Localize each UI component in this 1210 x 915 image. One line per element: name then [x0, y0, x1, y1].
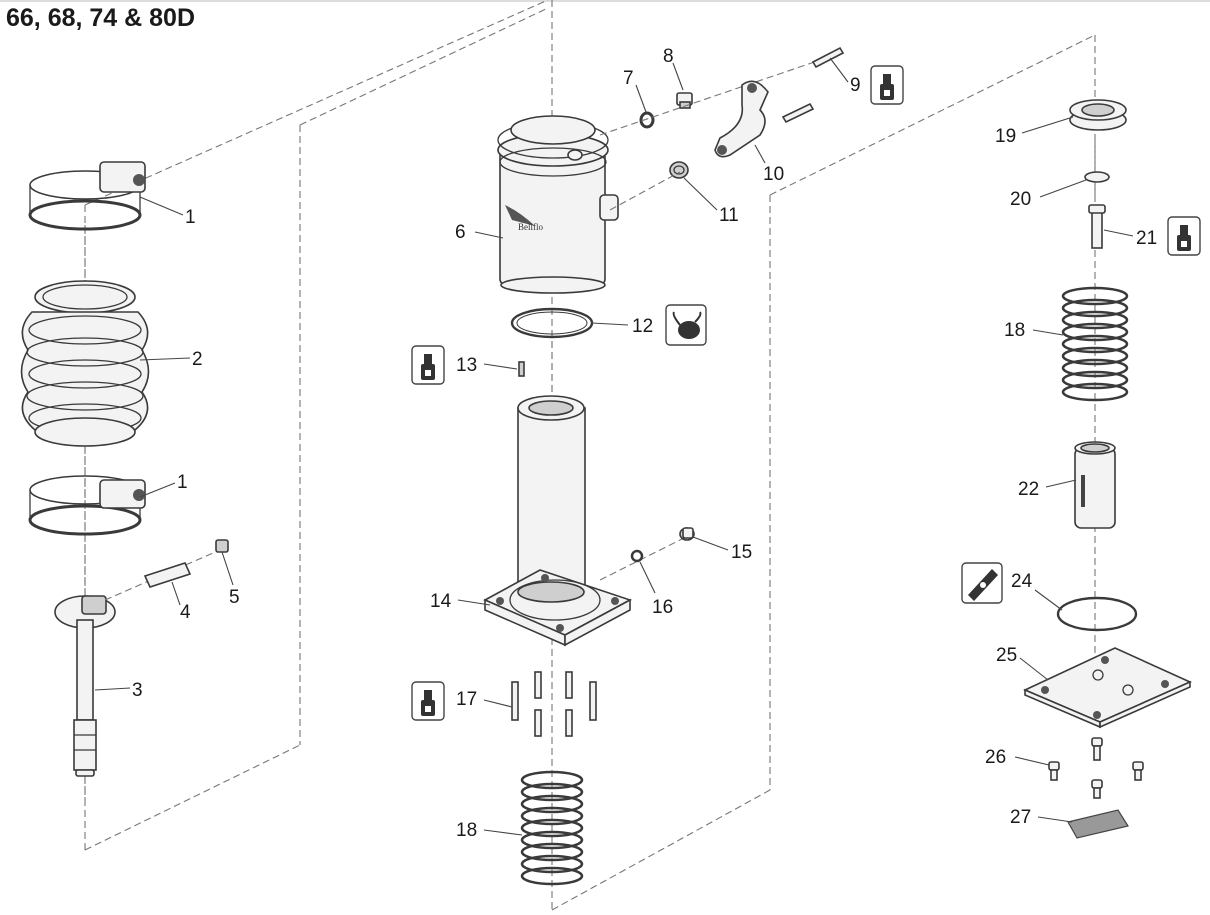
- leader-lines: [94, 57, 1134, 836]
- guide-bushing: [1074, 441, 1116, 529]
- callout-18: 18: [1004, 320, 1025, 341]
- label-plate: [1067, 809, 1129, 839]
- callout-10: 10: [763, 164, 784, 185]
- callout-11: 11: [719, 205, 739, 226]
- callout-13: 13: [456, 355, 477, 376]
- guide-tube-base: [483, 395, 633, 647]
- callout-1: 1: [177, 472, 188, 493]
- handle-bolts: [781, 46, 845, 124]
- callout-27: 27: [1010, 807, 1031, 828]
- o-ring-24: [1056, 596, 1138, 632]
- hose-clamp-bottom: [28, 475, 146, 536]
- upper-housing: Bellflo: [497, 115, 619, 294]
- callout-19: 19: [995, 126, 1016, 147]
- callout-22: 22: [1018, 479, 1039, 500]
- callout-labels: 1 2 1 3 4 5 6 7 8 9 10 11 12 13 14 15 16…: [132, 46, 1157, 841]
- thread-locker-icon: [411, 681, 445, 721]
- callout-7: 7: [623, 68, 634, 89]
- dowel-pin: [518, 361, 525, 377]
- callout-15: 15: [731, 542, 752, 563]
- plate-bolts: [1048, 737, 1144, 799]
- washer-7: [639, 111, 655, 129]
- callout-14: 14: [430, 591, 452, 612]
- callout-16: 16: [652, 597, 673, 618]
- callout-8: 8: [663, 46, 674, 67]
- callout-12: 12: [632, 316, 653, 337]
- thread-locker-icon: [1167, 216, 1201, 256]
- top-axis: [599, 54, 836, 136]
- callout-17: 17: [456, 689, 477, 710]
- spring-upper: [1061, 286, 1129, 402]
- spring-cap: [1069, 99, 1127, 131]
- callout-9: 9: [850, 75, 861, 96]
- callout-6: 6: [455, 222, 466, 243]
- diagram-title: 66, 68, 74 & 80D: [6, 4, 196, 32]
- svg-text:Bellflo: Bellflo: [518, 222, 543, 232]
- cap-bolt: [1088, 204, 1106, 249]
- thread-locker-icon: [411, 345, 445, 385]
- sealing-washer-16: [630, 549, 644, 563]
- pin: [104, 549, 221, 601]
- thread-locker-icon: [870, 65, 904, 105]
- callout-18: 18: [456, 820, 477, 841]
- hose-clamp-top: [28, 161, 146, 231]
- plug-axis: [609, 171, 681, 211]
- shaft-assembly: [54, 595, 116, 777]
- callout-5: 5: [229, 587, 240, 608]
- base-plate: [1023, 647, 1192, 729]
- washer-20: [1084, 171, 1110, 183]
- drain-plug: [599, 527, 695, 581]
- callout-4: 4: [180, 602, 191, 623]
- callout-20: 20: [1010, 189, 1031, 210]
- breather-fitting: [676, 92, 693, 109]
- callout-24: 24: [1011, 571, 1033, 592]
- oil-can-icon: [665, 304, 707, 346]
- callout-3: 3: [132, 680, 143, 701]
- oil-fill-plug: [669, 161, 689, 179]
- handle-bracket: [714, 80, 769, 158]
- callout-25: 25: [996, 645, 1017, 666]
- spring-lower: [520, 770, 584, 886]
- callout-1: 1: [185, 207, 196, 228]
- grease-gun-icon: [961, 562, 1003, 604]
- callout-26: 26: [985, 747, 1006, 768]
- bellows: [20, 280, 150, 447]
- small-nut: [215, 539, 229, 553]
- base-bolts: [511, 671, 597, 737]
- callout-21: 21: [1136, 228, 1157, 249]
- callout-2: 2: [192, 349, 203, 370]
